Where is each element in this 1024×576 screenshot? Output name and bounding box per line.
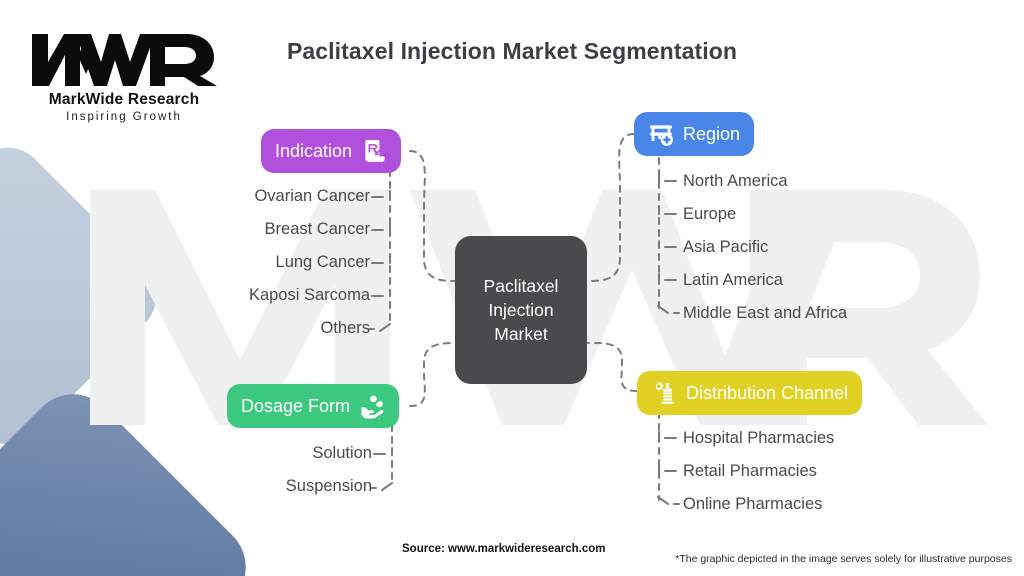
list-item: Online Pharmacies bbox=[683, 495, 823, 513]
branch-items-indication: Ovarian Cancer Breast Cancer Lung Cancer… bbox=[120, 188, 370, 353]
prescription-rx-icon bbox=[365, 140, 385, 162]
branch-label-region: Region bbox=[683, 123, 741, 144]
branch-items-distribution-channel: Hospital Pharmacies Retail Pharmacies On… bbox=[683, 430, 834, 529]
brand-logo: MarkWide Research Inspiring Growth bbox=[24, 28, 224, 123]
list-item: Breast Cancer bbox=[264, 220, 370, 238]
list-item: Solution bbox=[312, 444, 372, 462]
list-item: Middle East and Africa bbox=[683, 304, 848, 322]
list-item: North America bbox=[683, 172, 788, 190]
page-title: Paclitaxel Injection Market Segmentation bbox=[286, 38, 738, 64]
list-item: Kaposi Sarcoma bbox=[248, 286, 370, 304]
center-node-line2: Injection bbox=[488, 300, 554, 320]
list-item: Hospital Pharmacies bbox=[683, 429, 835, 447]
mwr-monogram-icon bbox=[32, 34, 217, 86]
center-node-line3: Market bbox=[494, 324, 548, 344]
branch-label-dosage-form: Dosage Form bbox=[241, 395, 351, 416]
branch-items-region: North America Europe Asia Pacific Latin … bbox=[683, 173, 847, 338]
branch-items-dosage-form: Solution Suspension bbox=[140, 445, 372, 511]
center-node-line1: Paclitaxel bbox=[483, 276, 559, 296]
list-item: Suspension bbox=[285, 477, 372, 495]
list-item: Retail Pharmacies bbox=[683, 462, 817, 480]
branch-badge-dosage-form[interactable]: Dosage Form bbox=[227, 384, 400, 428]
list-item: Asia Pacific bbox=[683, 238, 769, 256]
list-item: Others bbox=[320, 319, 370, 337]
branch-label-distribution-channel: Distribution Channel bbox=[686, 382, 849, 403]
branch-badge-region[interactable]: Region bbox=[634, 112, 755, 156]
center-node: Paclitaxel Injection Market bbox=[455, 236, 587, 384]
branch-badge-distribution-channel[interactable]: Distribution Channel bbox=[637, 371, 863, 415]
list-item: Lung Cancer bbox=[275, 253, 370, 271]
brand-tagline: Inspiring Growth bbox=[66, 111, 182, 123]
list-item: Europe bbox=[683, 205, 737, 223]
source-attribution: Source: www.markwideresearch.com bbox=[402, 543, 606, 555]
branch-badge-indication[interactable]: Indication bbox=[261, 129, 402, 173]
branch-label-indication: Indication bbox=[275, 140, 353, 161]
disclaimer-note: *The graphic depicted in the image serve… bbox=[675, 553, 1012, 565]
brand-name: MarkWide Research bbox=[48, 91, 200, 108]
list-item: Latin America bbox=[683, 271, 783, 289]
pharmacy-mortar-icon bbox=[655, 381, 674, 405]
hand-holding-pills-icon bbox=[361, 395, 384, 419]
hospital-bed-cross-icon bbox=[650, 125, 673, 146]
list-item: Ovarian Cancer bbox=[254, 187, 370, 205]
